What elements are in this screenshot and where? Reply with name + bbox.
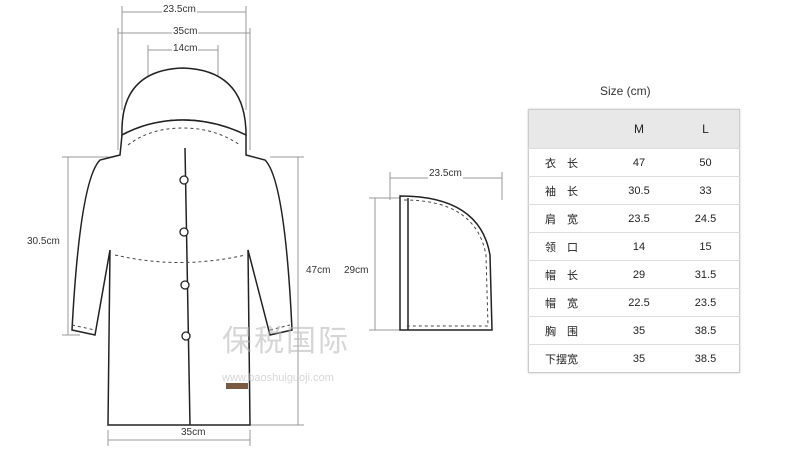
- coat-hem-label: 35cm: [180, 427, 207, 438]
- coat-neck-label: 14cm: [172, 43, 199, 54]
- coat-length-label: 47cm: [305, 265, 332, 276]
- size-l-value: 33: [672, 176, 740, 205]
- row-label: 领 口: [528, 232, 606, 261]
- size-m-value: 35: [606, 316, 673, 345]
- coat-shoulder-label: 35cm: [172, 26, 199, 37]
- size-l-value: 38.5: [672, 344, 740, 373]
- size-m-value: 47: [606, 148, 673, 177]
- size-l-value: 23.5: [672, 288, 740, 317]
- size-m-value: 14: [606, 232, 673, 261]
- size-l-value: 24.5: [672, 204, 740, 233]
- size-m-value: 29: [606, 260, 673, 289]
- hood-width-label: 23.5cm: [428, 168, 463, 179]
- size-l-value: 31.5: [672, 260, 740, 289]
- size-l-value: 15: [672, 232, 740, 261]
- row-label: 帽 长: [528, 260, 606, 289]
- size-l-value: 38.5: [672, 316, 740, 345]
- size-m-value: 35: [606, 344, 673, 373]
- size-m-value: 23.5: [606, 204, 673, 233]
- coat-top-width-label: 23.5cm: [162, 4, 197, 15]
- row-label: 袖 长: [528, 176, 606, 205]
- header-blank: [528, 109, 606, 149]
- row-label: 衣 长: [528, 148, 606, 177]
- size-m-value: 22.5: [606, 288, 673, 317]
- header-m: M: [606, 109, 673, 149]
- hood-length-label: 29cm: [343, 265, 370, 276]
- header-l: L: [672, 109, 740, 149]
- coat-sleeve-label: 30.5cm: [26, 236, 61, 247]
- size-m-value: 30.5: [606, 176, 673, 205]
- row-label: 下摆宽: [528, 344, 606, 373]
- size-table-title: Size (cm): [600, 84, 651, 98]
- row-label: 肩 宽: [528, 204, 606, 233]
- row-label: 胸 围: [528, 316, 606, 345]
- row-label: 帽 宽: [528, 288, 606, 317]
- size-l-value: 50: [672, 148, 740, 177]
